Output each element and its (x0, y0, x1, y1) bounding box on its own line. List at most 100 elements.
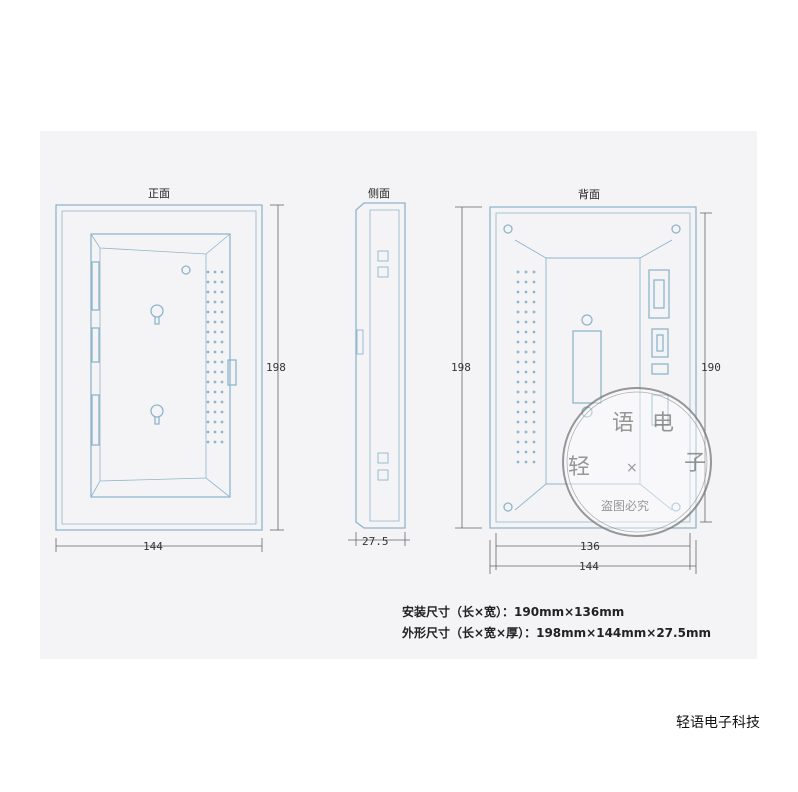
vent-hole (516, 340, 520, 344)
vent-hole (532, 370, 536, 374)
vent-hole (206, 350, 210, 354)
vent-hole (524, 320, 528, 324)
vent-hole (220, 300, 224, 304)
vent-hole (206, 340, 210, 344)
front-dimension-lines (55, 204, 284, 552)
watermark-bottom-text: 盗图必究 (601, 498, 649, 513)
svg-text:×: × (626, 460, 638, 476)
vent-hole (213, 270, 217, 274)
vent-hole (206, 400, 210, 404)
vent-hole (220, 420, 224, 424)
vent-hole (206, 270, 210, 274)
vent-hole (516, 460, 520, 464)
install-size-spec: 安装尺寸（长×宽）：190mm×136mm (402, 605, 625, 619)
vent-hole (532, 340, 536, 344)
vent-hole (532, 400, 536, 404)
vent-hole (524, 380, 528, 384)
vent-hole (206, 390, 210, 394)
vent-hole (206, 300, 210, 304)
vent-hole (220, 320, 224, 324)
vent-hole (213, 430, 217, 434)
vent-hole (524, 430, 528, 434)
vent-hole (213, 370, 217, 374)
vent-hole (516, 320, 520, 324)
watermark-char: 语 (612, 411, 634, 436)
vent-hole (532, 300, 536, 304)
front-vent-holes (206, 270, 224, 444)
vent-hole (524, 410, 528, 414)
vent-hole (213, 330, 217, 334)
vent-hole (516, 420, 520, 424)
vent-hole (532, 420, 536, 424)
vent-hole (524, 360, 528, 364)
vent-hole (524, 310, 528, 314)
back-vent-holes (516, 270, 536, 464)
vent-hole (206, 380, 210, 384)
vent-hole (206, 330, 210, 334)
vent-hole (516, 380, 520, 384)
vent-hole (206, 370, 210, 374)
vent-hole (524, 280, 528, 284)
vent-hole (516, 270, 520, 274)
vent-hole (220, 340, 224, 344)
vent-hole (532, 320, 536, 324)
front-width-dimension: 144 (143, 540, 163, 553)
vent-hole (516, 360, 520, 364)
vent-hole (524, 460, 528, 464)
vent-hole (213, 390, 217, 394)
vent-hole (516, 390, 520, 394)
vent-hole (220, 410, 224, 414)
vent-hole (516, 430, 520, 434)
back-view (489, 206, 697, 529)
vent-hole (516, 330, 520, 334)
vent-hole (516, 300, 520, 304)
vent-hole (516, 410, 520, 414)
front-view (55, 204, 263, 531)
vent-hole (532, 310, 536, 314)
vent-hole (524, 440, 528, 444)
side-depth-dimension: 27.5 (362, 535, 389, 548)
vent-hole (206, 420, 210, 424)
back-outer-width-dimension: 144 (579, 560, 599, 573)
vent-hole (532, 460, 536, 464)
drawing-sheet (40, 131, 757, 659)
vent-hole (524, 390, 528, 394)
front-height-dimension: 198 (266, 361, 286, 374)
watermark-char: 电 (652, 411, 674, 436)
vent-hole (524, 400, 528, 404)
front-view-label: 正面 (148, 187, 170, 200)
vent-hole (213, 360, 217, 364)
vent-hole (213, 300, 217, 304)
vent-hole (532, 360, 536, 364)
vent-hole (516, 450, 520, 454)
vent-hole (524, 340, 528, 344)
vent-hole (220, 290, 224, 294)
vent-hole (213, 290, 217, 294)
vent-hole (213, 280, 217, 284)
vent-hole (213, 410, 217, 414)
vent-hole (213, 340, 217, 344)
side-dimension-lines (348, 532, 410, 546)
vent-hole (532, 390, 536, 394)
vent-hole (220, 310, 224, 314)
vent-hole (524, 290, 528, 294)
vent-hole (213, 380, 217, 384)
vent-hole (206, 410, 210, 414)
vent-hole (213, 350, 217, 354)
back-outer-height-dimension: 198 (451, 361, 471, 374)
vent-hole (213, 420, 217, 424)
watermark-stamp: 语 电 子 × 轻 盗图必究 (562, 387, 712, 537)
vent-hole (532, 410, 536, 414)
vent-hole (220, 360, 224, 364)
vent-hole (532, 380, 536, 384)
vent-hole (524, 370, 528, 374)
vent-hole (220, 390, 224, 394)
vent-hole (532, 430, 536, 434)
vent-hole (532, 330, 536, 334)
vent-hole (206, 320, 210, 324)
vent-hole (220, 370, 224, 374)
vent-hole (524, 270, 528, 274)
vent-hole (516, 310, 520, 314)
side-view (355, 202, 406, 529)
